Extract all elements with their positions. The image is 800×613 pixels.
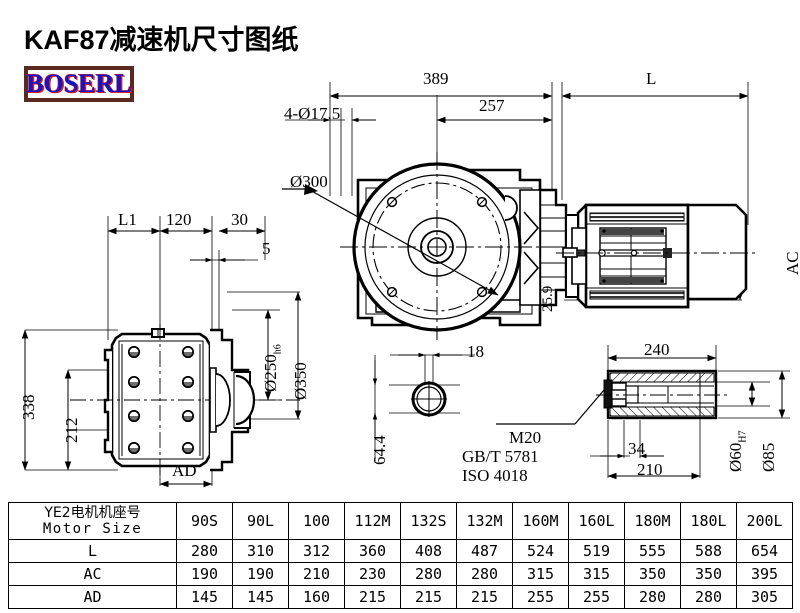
flange-bolt-holes bbox=[386, 196, 488, 298]
table-cell: 315 bbox=[512, 562, 569, 587]
table-cell: 408 bbox=[400, 539, 457, 564]
dim-389: 389 bbox=[423, 69, 449, 88]
dim-bore-tolerance: H7 bbox=[737, 430, 749, 443]
page-title-model: KAF87 bbox=[24, 25, 110, 55]
table-cell: 215 bbox=[456, 585, 513, 610]
table-row-label-ac: AC bbox=[8, 562, 177, 587]
motor-view bbox=[556, 203, 756, 309]
table-header-cell-5: 132M bbox=[456, 501, 513, 541]
table-cell: 255 bbox=[512, 585, 569, 610]
table-header-cell-0: 90S bbox=[176, 501, 233, 541]
drawing-svg bbox=[21, 82, 790, 488]
technical-drawing-canvas bbox=[21, 82, 790, 488]
table-cell: 280 bbox=[456, 562, 513, 587]
table-header-cell-1: 90L bbox=[232, 501, 289, 541]
table-header-en: Motor Size bbox=[42, 521, 143, 538]
table-cell: 395 bbox=[736, 562, 793, 587]
table-cell: 588 bbox=[680, 539, 737, 564]
front-view bbox=[282, 82, 749, 340]
table-cell: 312 bbox=[288, 539, 345, 564]
dim-25-9: 25.9 bbox=[540, 285, 556, 312]
dim-257: 257 bbox=[479, 96, 505, 115]
table-header-cell-6: 160M bbox=[512, 501, 569, 541]
table-header-cell-4: 132S bbox=[400, 501, 457, 541]
table-header-cell-2: 100 bbox=[288, 501, 345, 541]
dim-flange-bolt-circle: Ø300 bbox=[290, 172, 328, 191]
table-header-cell-9: 180L bbox=[680, 501, 737, 541]
hollow-shaft-view bbox=[496, 345, 790, 480]
dim-240: 240 bbox=[644, 340, 670, 359]
table-cell: 305 bbox=[736, 585, 793, 610]
note-standard-gb: GB/T 5781 bbox=[462, 447, 539, 466]
table-cell: 350 bbox=[624, 562, 681, 587]
table-cell: 310 bbox=[232, 539, 289, 564]
dim-120: 120 bbox=[166, 210, 192, 229]
page-title-cjk: 减速机尺寸图纸 bbox=[109, 25, 299, 56]
dim-18: 18 bbox=[467, 342, 484, 361]
table-header-cell-8: 180M bbox=[624, 501, 681, 541]
table-cell: 555 bbox=[624, 539, 681, 564]
dim-AC: AC bbox=[783, 251, 800, 275]
dim-motor-length-L: L bbox=[646, 69, 657, 88]
dim-30: 30 bbox=[231, 210, 248, 229]
table-row-label-l: L bbox=[8, 539, 177, 564]
centerline bbox=[70, 324, 300, 480]
table-cell: 280 bbox=[176, 539, 233, 564]
table-header-cell-3: 112M bbox=[344, 501, 401, 541]
table-cell: 524 bbox=[512, 539, 569, 564]
dim-hub-dia: Ø85 bbox=[759, 442, 778, 472]
table-cell: 230 bbox=[344, 562, 401, 587]
table-cell: 487 bbox=[456, 539, 513, 564]
dim-bolt-holes: 4-Ø17.5 bbox=[284, 104, 341, 123]
table-header-cell-10: 200L bbox=[736, 501, 793, 541]
table-cell: 215 bbox=[400, 585, 457, 610]
table-cell: 190 bbox=[176, 562, 233, 587]
dim-64-4: 64.4 bbox=[370, 435, 389, 465]
dim-bore-dia: Ø60H7 bbox=[726, 430, 749, 472]
note-bolt-spec: M20 bbox=[509, 428, 542, 447]
table-row-label-ad: AD bbox=[8, 585, 177, 610]
table-cell: 210 bbox=[288, 562, 345, 587]
dim-338: 338 bbox=[19, 394, 38, 421]
table-cell: 519 bbox=[568, 539, 625, 564]
table-cell: 160 bbox=[288, 585, 345, 610]
bolt-detail-view bbox=[372, 352, 475, 463]
table-header-cjk: YE2电机机座号 bbox=[44, 505, 141, 521]
table-cell: 145 bbox=[232, 585, 289, 610]
dim-5: 5 bbox=[262, 239, 271, 258]
table-cell: 315 bbox=[568, 562, 625, 587]
table-cell: 145 bbox=[176, 585, 233, 610]
table-header-cell-7: 160L bbox=[568, 501, 625, 541]
table-cell: 360 bbox=[344, 539, 401, 564]
page-title: KAF87减速机尺寸图纸 bbox=[24, 18, 299, 57]
left-side-view bbox=[21, 216, 302, 488]
dim-L1: L1 bbox=[118, 210, 137, 229]
table-cell: 654 bbox=[736, 539, 793, 564]
dim-212: 212 bbox=[62, 417, 81, 444]
dim-34: 34 bbox=[628, 439, 645, 458]
table-cell: 350 bbox=[680, 562, 737, 587]
table-cell: 280 bbox=[400, 562, 457, 587]
dim-210: 210 bbox=[637, 460, 663, 479]
dim-spigot-tolerance: h6 bbox=[272, 344, 284, 355]
table-cell: 190 bbox=[232, 562, 289, 587]
dim-AD: AD bbox=[172, 461, 197, 480]
table-cell: 280 bbox=[680, 585, 737, 610]
note-standard-iso: ISO 4018 bbox=[462, 466, 528, 485]
brand-logo: BOSERL bbox=[24, 66, 134, 102]
table-cell: 215 bbox=[344, 585, 401, 610]
brand-logo-text: BOSERL bbox=[26, 69, 132, 98]
table-cell: 255 bbox=[568, 585, 625, 610]
dim-flange-dia: Ø350 bbox=[291, 362, 310, 400]
front-view-centerline bbox=[340, 152, 548, 340]
dim-spigot-dia: Ø250h6 bbox=[261, 344, 284, 392]
table-cell: 280 bbox=[624, 585, 681, 610]
